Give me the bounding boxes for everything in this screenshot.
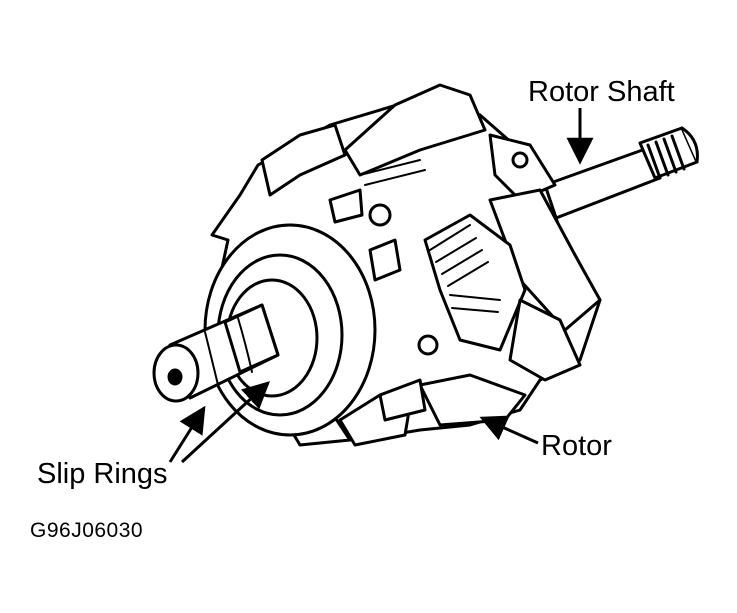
slip-rings-label: Slip Rings xyxy=(37,458,168,490)
rotor-shaft-label: Rotor Shaft xyxy=(528,76,675,108)
slip-ring-leader-1 xyxy=(168,405,206,463)
rotor-label: Rotor xyxy=(541,430,612,462)
rotor-shaft xyxy=(543,126,699,220)
slip-ring-shaft xyxy=(152,303,280,403)
slip-ring-leader-2 xyxy=(180,381,270,464)
callout-lines xyxy=(168,108,594,464)
figure-code: G96J06030 xyxy=(30,519,144,542)
rotor-leader xyxy=(479,415,539,445)
